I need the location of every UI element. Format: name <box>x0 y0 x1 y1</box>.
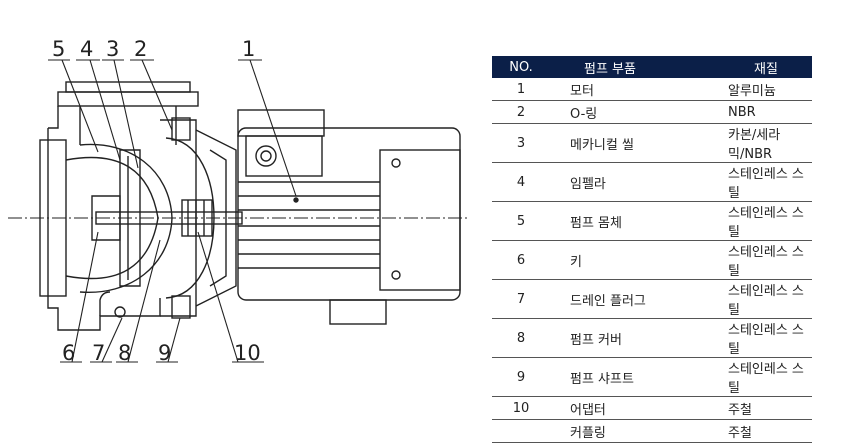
callout-5: 5 <box>52 37 65 61</box>
row-material: 스테인레스 스틸 <box>720 201 812 241</box>
row-no: 9 <box>492 357 550 397</box>
motor <box>237 109 461 325</box>
callout-8: 8 <box>118 341 131 365</box>
row-material: 스테인레스 스틸 <box>720 318 812 358</box>
header-no: NO. <box>492 56 550 78</box>
row-no: 6 <box>492 240 550 280</box>
leader-lines <box>48 59 297 363</box>
row-part: 메카니컬 씰 <box>550 123 720 163</box>
row-part: 임펠라 <box>550 162 720 202</box>
callout-6: 6 <box>62 341 75 365</box>
row-no: 8 <box>492 318 550 358</box>
row-no: 4 <box>492 162 550 202</box>
row-material: 카본/세라믹/NBR <box>720 123 812 163</box>
callout-7: 7 <box>92 341 105 365</box>
callout-10: 10 <box>234 341 261 365</box>
row-material: 주철 <box>720 419 812 443</box>
row-material: 스테인레스 스틸 <box>720 240 812 280</box>
table-header-row: NO. 펌프 부품 재질 <box>492 56 812 78</box>
row-no: 2 <box>492 100 550 124</box>
row-part: 키 <box>550 240 720 280</box>
row-material: 스테인레스 스틸 <box>720 279 812 319</box>
callout-2: 2 <box>134 37 147 61</box>
row-material: 스테인레스 스틸 <box>720 162 812 202</box>
row-no: 7 <box>492 279 550 319</box>
row-part: O-링 <box>550 100 720 124</box>
impeller <box>91 149 141 287</box>
adapter <box>195 129 237 307</box>
row-material: 알루미늄 <box>720 78 812 101</box>
callout-3: 3 <box>106 37 119 61</box>
callout-4: 4 <box>80 37 93 61</box>
row-part: 커플링 <box>550 419 720 443</box>
row-part: 드레인 플러그 <box>550 279 720 319</box>
row-no: 5 <box>492 201 550 241</box>
row-part: 모터 <box>550 78 720 101</box>
row-part: 펌프 샤프트 <box>550 357 720 397</box>
row-no <box>492 419 550 443</box>
row-no: 1 <box>492 78 550 101</box>
row-material: 스테인레스 스틸 <box>720 357 812 397</box>
header-part: 펌프 부품 <box>550 56 720 78</box>
row-part: 펌프 몸체 <box>550 201 720 241</box>
row-no: 3 <box>492 123 550 163</box>
pump-cross-section-drawing: 5 4 3 2 1 6 7 8 9 10 <box>8 37 470 365</box>
header-material: 재질 <box>720 56 812 78</box>
callout-9: 9 <box>158 341 171 365</box>
row-part: 펌프 커버 <box>550 318 720 358</box>
row-material: NBR <box>720 100 812 124</box>
discharge-flange <box>57 81 199 145</box>
callout-1: 1 <box>242 37 255 61</box>
pump-shaft <box>95 199 243 237</box>
